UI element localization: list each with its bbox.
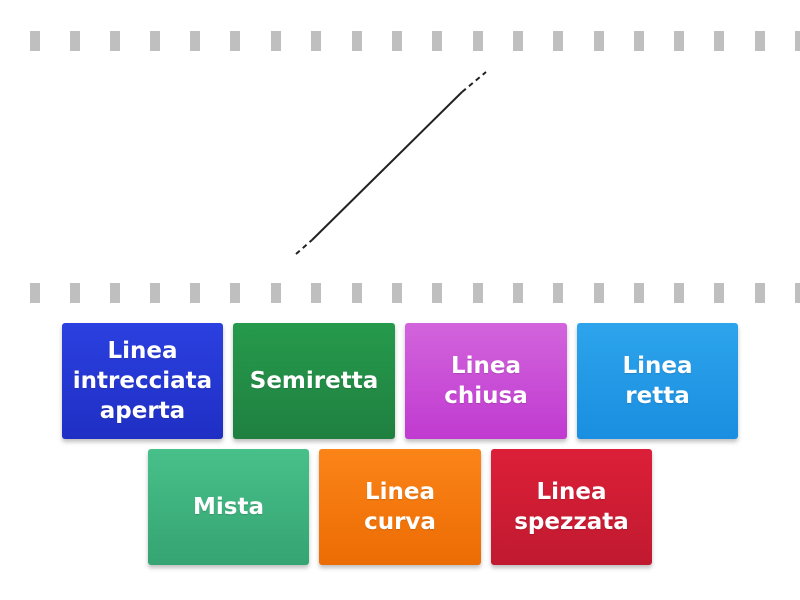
- filmstrip-hole: [392, 283, 402, 303]
- filmstrip-hole: [271, 31, 281, 51]
- filmstrip-hole: [30, 283, 40, 303]
- filmstrip-hole: [714, 31, 724, 51]
- filmstrip-hole: [70, 283, 80, 303]
- tile-label: Semiretta: [249, 368, 379, 394]
- filmstrip-hole: [110, 283, 120, 303]
- filmstrip-hole: [795, 31, 800, 51]
- filmstrip-hole: [352, 31, 362, 51]
- filmstrip-hole: [190, 31, 200, 51]
- filmstrip-hole: [634, 31, 644, 51]
- filmstrip-top: [0, 31, 800, 51]
- filmstrip-hole: [352, 283, 362, 303]
- filmstrip-hole: [674, 31, 684, 51]
- filmstrip-hole: [110, 31, 120, 51]
- filmstrip-hole: [230, 31, 240, 51]
- filmstrip-hole: [473, 31, 483, 51]
- filmstrip-hole: [392, 31, 402, 51]
- filmstrip-hole: [190, 283, 200, 303]
- filmstrip-hole: [553, 283, 563, 303]
- filmstrip-hole: [714, 283, 724, 303]
- filmstrip-bottom: [0, 283, 800, 303]
- image-slide: [0, 50, 800, 280]
- filmstrip-hole: [473, 283, 483, 303]
- filmstrip-hole: [674, 283, 684, 303]
- filmstrip-hole: [594, 283, 604, 303]
- line-segment-illustration: [295, 71, 487, 255]
- filmstrip-hole: [432, 283, 442, 303]
- filmstrip-hole: [150, 283, 160, 303]
- filmstrip-hole: [271, 283, 281, 303]
- filmstrip-hole: [553, 31, 563, 51]
- filmstrip-hole: [634, 283, 644, 303]
- filmstrip-hole: [30, 31, 40, 51]
- tile-label: Mista: [193, 494, 264, 520]
- tile-semiretta[interactable]: Semiretta: [233, 323, 395, 439]
- filmstrip-hole: [513, 283, 523, 303]
- filmstrip-hole: [594, 31, 604, 51]
- filmstrip-hole: [755, 31, 765, 51]
- solid-segment: [311, 91, 463, 241]
- filmstrip-hole: [70, 31, 80, 51]
- filmstrip-hole: [513, 31, 523, 51]
- dashed-extension-bottom: [295, 239, 313, 255]
- filmstrip-hole: [150, 31, 160, 51]
- filmstrip-hole: [311, 283, 321, 303]
- filmstrip-hole: [755, 283, 765, 303]
- filmstrip-hole: [432, 31, 442, 51]
- filmstrip-hole: [230, 283, 240, 303]
- filmstrip-hole: [311, 31, 321, 51]
- dashed-extension-top: [461, 71, 487, 93]
- tile-mista[interactable]: Mista: [148, 449, 309, 565]
- filmstrip-hole: [795, 283, 800, 303]
